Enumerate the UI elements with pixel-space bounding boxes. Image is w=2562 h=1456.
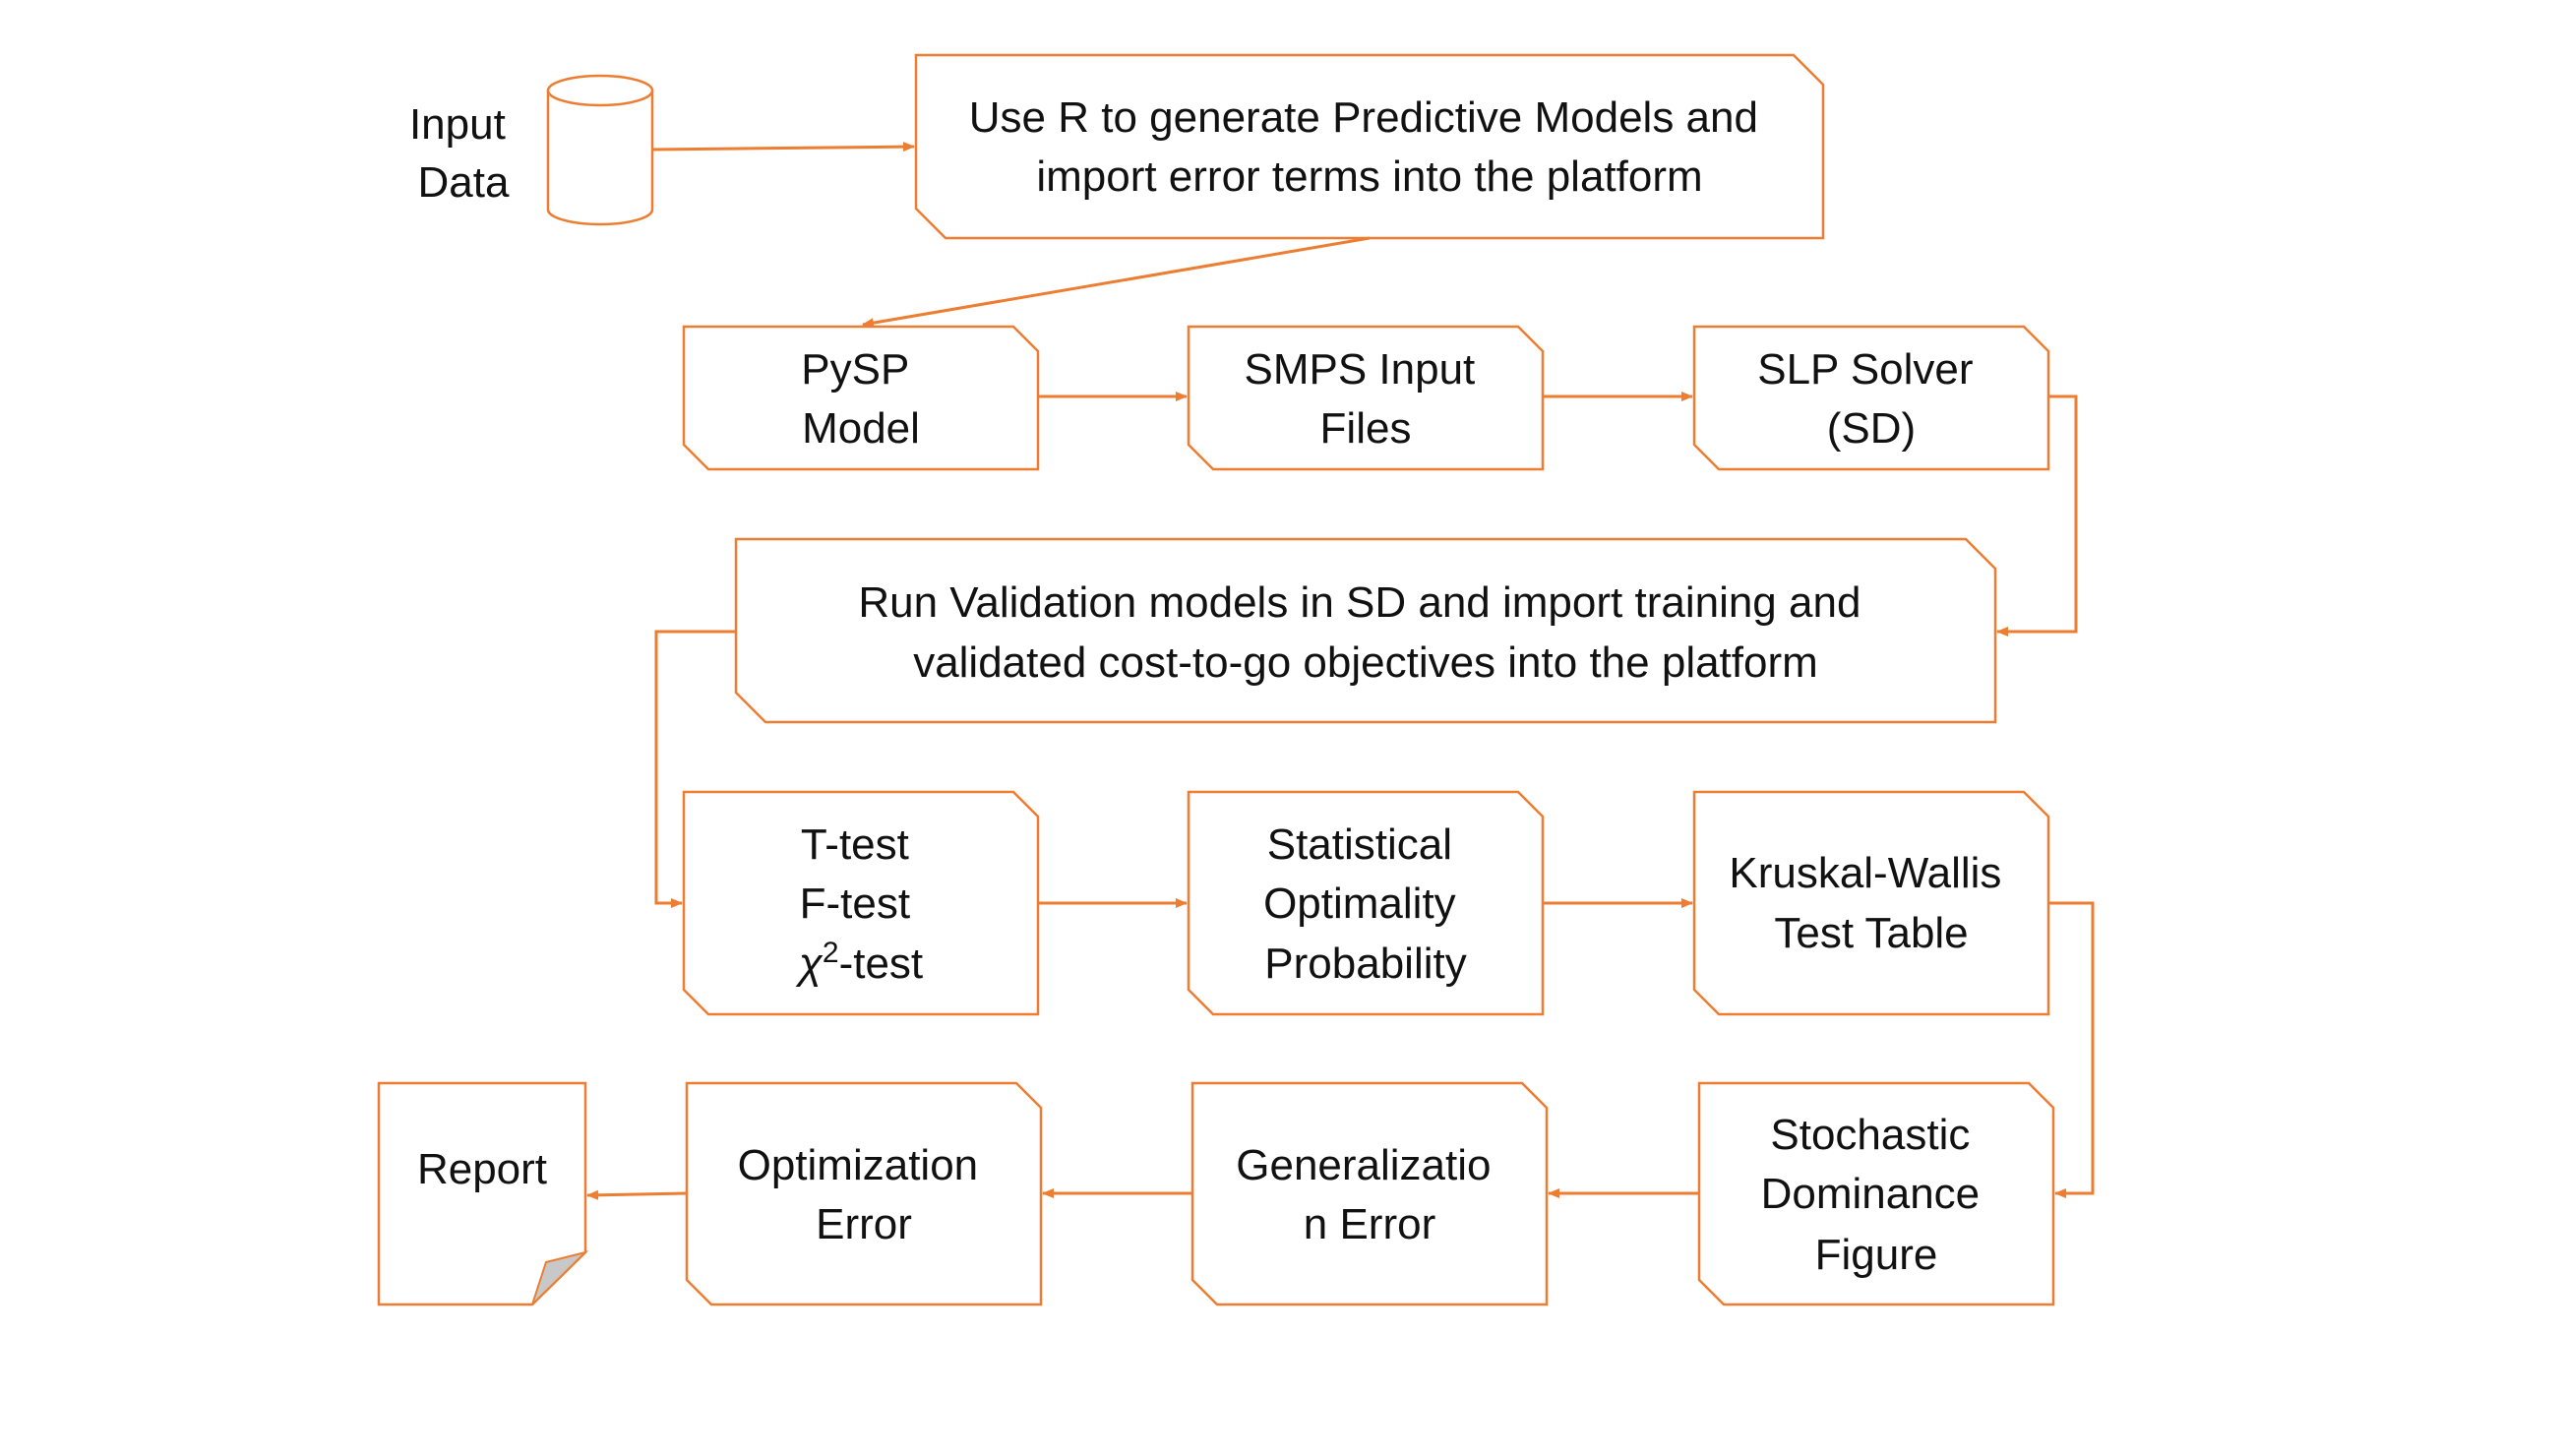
stochastic-dominance-node: Stochastic Dominance Figure [1697, 1081, 2055, 1306]
arrow-validation-to-tests [654, 630, 736, 908]
statistical-tests-label: T-test F-test χ2-test [795, 820, 923, 988]
arrow-slp-to-validation [1996, 394, 2078, 637]
smps-input-files-node: SMPS Input Files [1187, 325, 1545, 471]
report-label: Report [417, 1145, 547, 1193]
kruskal-wallis-node: Kruskal-Wallis Test Table [1692, 790, 2050, 1016]
use-r-label: Use R to generate Predictive Models and … [969, 93, 1770, 201]
kruskal-wallis-label: Kruskal-Wallis Test Table [1729, 849, 2013, 957]
slp-solver-node: SLP Solver (SD) [1692, 325, 2050, 471]
statistical-optimality-label: Statistical Optimality Probability [1263, 820, 1468, 988]
page-fold-icon [531, 1250, 589, 1305]
connectors [586, 142, 2095, 1200]
optimization-error-label: Optimization Error [738, 1141, 991, 1248]
statistical-optimality-node: Statistical Optimality Probability [1187, 790, 1545, 1016]
arrow-optimization-to-report [586, 1189, 688, 1200]
input-data-label: Input Data [409, 100, 518, 207]
smps-input-files-label: SMPS Input Files [1244, 345, 1487, 453]
arrow-use-r-to-pysp [862, 236, 1371, 329]
input-data-node: Input Data [409, 74, 654, 226]
stochastic-dominance-label: Stochastic Dominance Figure [1761, 1111, 1992, 1279]
slp-solver-label: SLP Solver (SD) [1757, 345, 1985, 453]
arrow-kruskal-to-stochastic [2048, 901, 2095, 1198]
use-r-node: Use R to generate Predictive Models and … [914, 53, 1825, 240]
run-validation-node: Run Validation models in SD and import t… [734, 537, 1997, 724]
generalization-error-label: Generalizatio n Error [1236, 1141, 1503, 1248]
optimization-error-node: Optimization Error [685, 1081, 1043, 1306]
statistical-tests-node: T-test F-test χ2-test [682, 790, 1040, 1016]
generalization-error-node: Generalizatio n Error [1190, 1081, 1549, 1306]
run-validation-label: Run Validation models in SD and import t… [858, 578, 1872, 687]
pysp-model-node: PySP Model [682, 325, 1040, 471]
report-node: Report [377, 1081, 589, 1306]
pysp-model-label: PySP Model [801, 345, 920, 453]
arrow-input-to-use-r [651, 142, 915, 152]
database-icon [546, 74, 654, 226]
